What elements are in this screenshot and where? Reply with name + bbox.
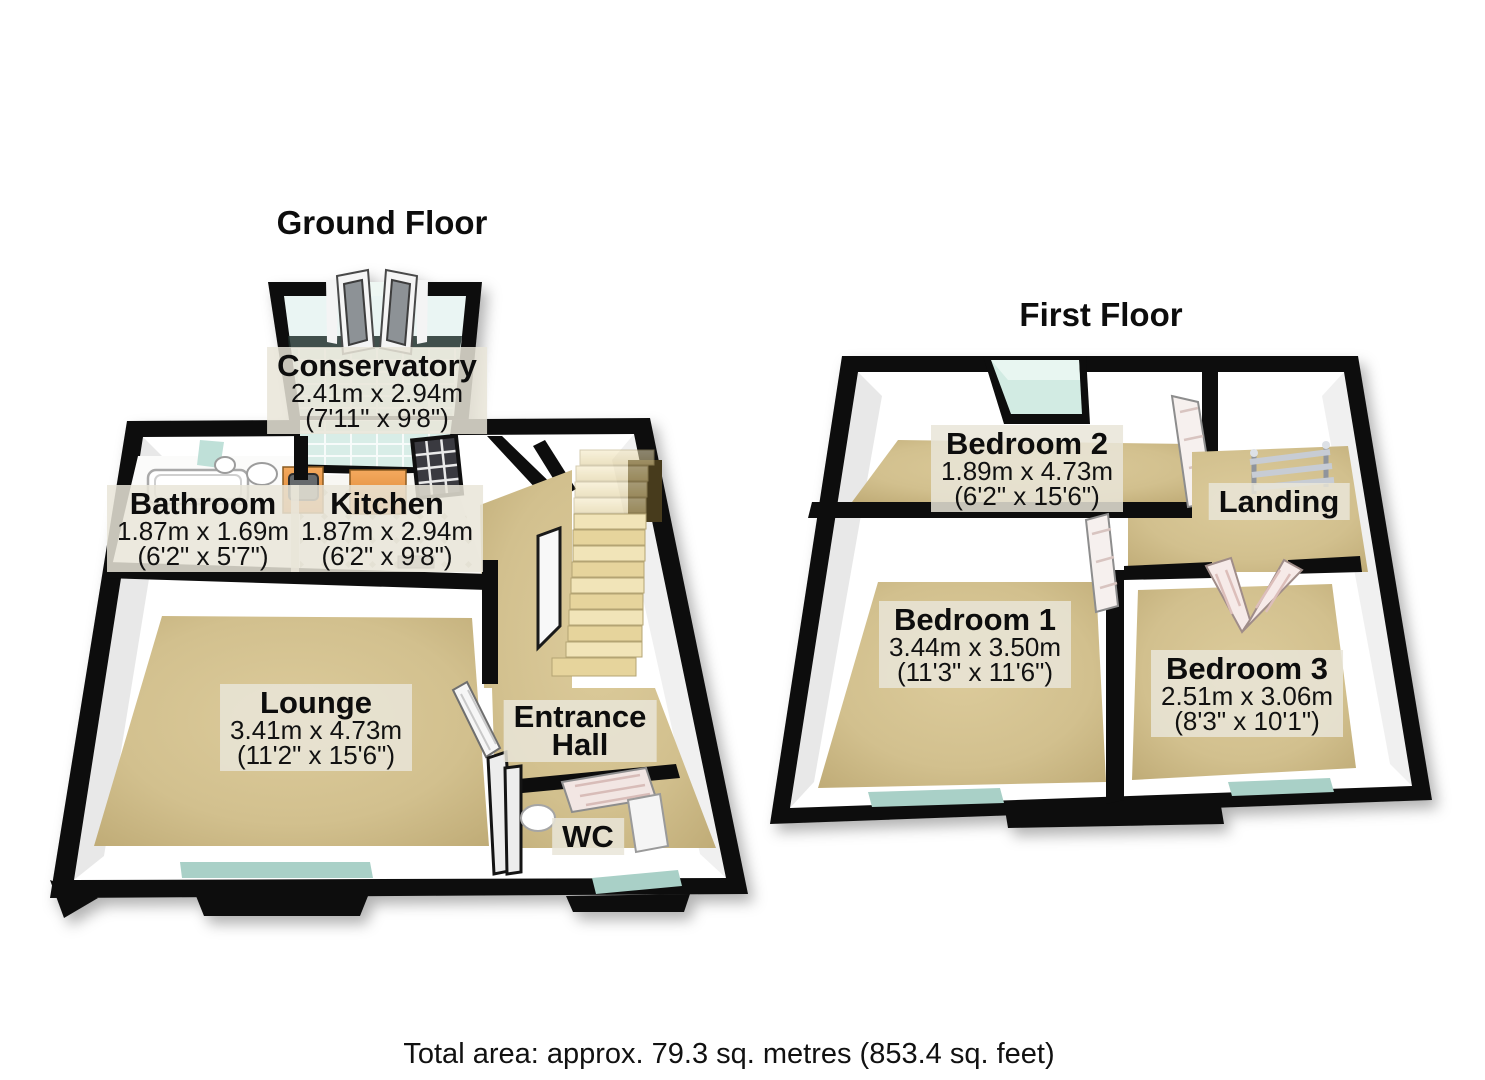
bay-tab-left bbox=[196, 896, 368, 916]
room-name: Conservatory bbox=[277, 348, 477, 383]
bedroom1-right-wall bbox=[1106, 570, 1124, 804]
railing-knob bbox=[1322, 441, 1330, 449]
room-size-metric: 1.87m x 2.94m bbox=[301, 516, 473, 546]
room-name: WC bbox=[562, 819, 614, 854]
room-name-line2: Hall bbox=[551, 727, 609, 762]
room-name: Bedroom 3 bbox=[1166, 651, 1328, 686]
room-size-metric: 1.87m x 1.69m bbox=[117, 516, 289, 546]
railing-knob bbox=[1250, 449, 1258, 457]
door-jamb-left bbox=[326, 280, 338, 344]
room-size-imperial: (11'3" x 11'6") bbox=[896, 657, 1054, 687]
wc-sink bbox=[626, 792, 670, 854]
lounge-hall-wall bbox=[482, 560, 498, 684]
wc-wall-stub bbox=[503, 764, 523, 876]
bedroom2-landing-wall bbox=[1202, 358, 1218, 452]
corner-wedge bbox=[50, 880, 98, 918]
bathroom-label: Bathroom 1.87m x 1.69m (6'2" x 5'7") bbox=[107, 485, 299, 572]
room-size-imperial: (6'2" x 9'8") bbox=[321, 541, 453, 571]
conservatory-door-right bbox=[378, 268, 419, 356]
bathroom-sink bbox=[246, 462, 278, 486]
room-size-metric: 2.41m x 2.94m bbox=[291, 378, 463, 408]
first-floor-title: First Floor bbox=[1019, 296, 1183, 333]
bedroom2-label: Bedroom 2 1.89m x 4.73m (6'2" x 15'6") bbox=[931, 425, 1123, 512]
room-name: Bedroom 2 bbox=[946, 426, 1108, 461]
room-name: Lounge bbox=[260, 685, 372, 720]
lounge-door bbox=[451, 680, 502, 759]
bedroom3-front-window bbox=[1228, 778, 1334, 796]
bathroom-kitchen-wall bbox=[294, 436, 308, 480]
room-name-line1: Entrance bbox=[513, 699, 647, 734]
room-name: Kitchen bbox=[330, 486, 444, 521]
room-size-imperial: (8'3" x 10'1") bbox=[1174, 706, 1320, 736]
total-area-text: Total area: approx. 79.3 sq. metres (853… bbox=[403, 1038, 1055, 1070]
kitchen-label: Kitchen 1.87m x 2.94m (6'2" x 9'8") bbox=[291, 485, 483, 572]
bedroom1-label: Bedroom 1 3.44m x 3.50m (11'3" x 11'6") bbox=[879, 601, 1071, 688]
wc-room bbox=[503, 764, 680, 876]
bedroom1-door bbox=[1084, 512, 1120, 614]
room-size-imperial: (11'2" x 15'6") bbox=[237, 740, 395, 770]
entrance-hall-label: Entrance Hall bbox=[503, 699, 657, 762]
stair-banister bbox=[536, 525, 562, 652]
stair-upper-steps bbox=[573, 449, 655, 514]
room-size-imperial: (6'2" x 5'7") bbox=[137, 541, 269, 571]
lounge-front-window bbox=[180, 862, 373, 878]
conservatory-label: Conservatory 2.41m x 2.94m (7'11" x 9'8"… bbox=[267, 347, 487, 434]
landing-railing bbox=[1249, 441, 1335, 494]
wc-toilet bbox=[520, 804, 556, 832]
landing-label: Landing bbox=[1208, 483, 1350, 520]
wc-label: WC bbox=[552, 818, 624, 855]
room-size-metric: 1.89m x 4.73m bbox=[941, 456, 1113, 486]
room-size-metric: 2.51m x 3.06m bbox=[1161, 681, 1333, 711]
bedroom3-label: Bedroom 3 2.51m x 3.06m (8'3" x 10'1") bbox=[1151, 650, 1343, 737]
stair-steps bbox=[551, 513, 647, 677]
room-size-metric: 3.44m x 3.50m bbox=[889, 632, 1061, 662]
room-name: Bathroom bbox=[129, 486, 277, 521]
stairwell-window bbox=[983, 356, 1090, 424]
bedroom3-top-wall-right bbox=[1288, 556, 1362, 574]
bedroom1-front-window bbox=[868, 788, 1004, 807]
bay-tab-right bbox=[566, 894, 690, 912]
bedroom3-doors bbox=[1204, 556, 1304, 634]
conservatory-door-left bbox=[335, 268, 376, 356]
bedroom3-top-wall-left bbox=[1124, 562, 1212, 580]
bathroom-toilet bbox=[214, 456, 236, 474]
room-name: Landing bbox=[1218, 484, 1340, 519]
ground-floor-title: Ground Floor bbox=[276, 204, 488, 241]
room-size-metric: 3.41m x 4.73m bbox=[230, 715, 402, 745]
room-size-imperial: (6'2" x 15'6") bbox=[954, 481, 1100, 511]
lounge-label: Lounge 3.41m x 4.73m (11'2" x 15'6") bbox=[220, 684, 412, 771]
room-name: Bedroom 1 bbox=[894, 602, 1056, 637]
staircase bbox=[536, 449, 662, 677]
room-size-imperial: (7'11" x 9'8") bbox=[305, 403, 449, 433]
wc-front-window bbox=[592, 870, 682, 894]
door-jamb-right bbox=[416, 280, 428, 344]
first-left-shade bbox=[790, 372, 882, 808]
